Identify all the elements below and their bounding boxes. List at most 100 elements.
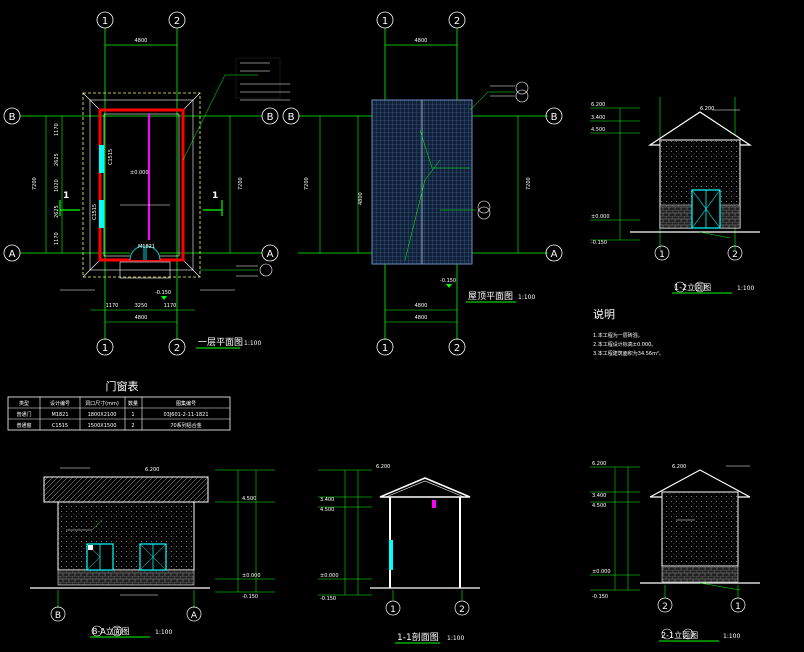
section-axis-2-bubble: [454, 600, 470, 616]
table-cell: 1: [131, 412, 134, 418]
elev12-level-outside: -0.150: [591, 240, 607, 246]
elev21-title-bubble-2: [682, 628, 694, 640]
section-axis-1-bubble: [385, 600, 401, 616]
roof-plan: 1 2 1 2 B B A 4800 7200 4800 72: [282, 11, 563, 356]
roof-callout-leader: [419, 129, 470, 169]
elev12-door-swing: [705, 189, 721, 229]
table-cell: 1500X1500: [88, 423, 117, 429]
plan-axis-A-right-label: A: [267, 249, 274, 260]
elevation-1-2: 1 2 6.200 3.400 4.500 ±0.000 -0.150 6.20…: [590, 97, 760, 294]
elevBA-wall: [57, 501, 195, 571]
plan-bottom-seg-1: 1170: [106, 303, 119, 309]
plan-axis-2-bottom-bubble: [168, 338, 186, 356]
roof-axis-A-right-label: A: [551, 249, 558, 260]
elevBA-title-bubble-1: [91, 625, 103, 637]
plan-top-dim-text: 4800: [135, 38, 148, 44]
elev21-wall: [661, 491, 739, 567]
roof-axis-2-top-bubble: [448, 11, 466, 29]
roof-axis-B-left-bubble: [282, 107, 300, 125]
elevBA-title-bubble-2: [111, 625, 123, 637]
door-window-schedule: 门窗表 类型 设计编号 洞口尺寸(mm) 数量 图集编号 普通门 M1821 1…: [7, 379, 231, 431]
section-level-eave: 3.400: [320, 497, 334, 503]
ground-floor-plan: 1 2 1 2 B B A A 4800 C1515 C151: [3, 11, 290, 356]
plan-elev-inside: ±0.000: [130, 170, 149, 176]
plan-roof-hip: [182, 92, 201, 111]
elevBA-axis-B-bubble: [50, 606, 66, 622]
roof-axis-2-bottom-label: 2: [454, 343, 460, 354]
plan-left-seg-4: 2625: [54, 205, 60, 218]
elev12-title-bubble-1: [674, 281, 686, 293]
plan-scale: 1:100: [244, 340, 261, 347]
roof-detail-bubble-top: [515, 89, 529, 103]
section-light-fixture: [432, 500, 436, 508]
plan-callout-leader-top: [182, 74, 258, 161]
plan-axis-A-left-label: A: [9, 249, 16, 260]
table-cell: 70系列铝合金: [170, 422, 201, 429]
section-level-ground: ±0.000: [320, 573, 339, 579]
elev12-level-ridge: 6.200: [591, 102, 605, 108]
table-header-qty: 数量: [128, 400, 138, 407]
elev12-top-ridge-text: 6.200: [700, 106, 714, 112]
plan-window-c1515-lower: [99, 200, 104, 228]
roof-detail-bubble: [477, 200, 491, 214]
roof-mid-dim-text: 4800: [358, 192, 364, 205]
elevation-B-A: B A 6.200 4.500 ±0.000 -0.150 B-A立面图 1:1…: [30, 467, 275, 638]
plan-axis-B-left-label: B: [9, 112, 16, 123]
elev21-title-bubble-1: [661, 628, 673, 640]
elevBA-roof-fascia: [43, 476, 209, 503]
plan-axis-A-left-bubble: [3, 244, 21, 262]
elevBA-axis-A-label: A: [191, 611, 198, 621]
plan-door-swing-left: [129, 245, 145, 261]
plan-door-swing-right: [145, 245, 161, 261]
roof-elev-marker: [446, 284, 452, 288]
plan-axis-1-bottom-bubble: [96, 338, 114, 356]
plan-left-seg-3: 1020: [54, 179, 60, 192]
plan-door-opening: [130, 252, 160, 260]
plan-window-c1515-upper: [99, 145, 104, 173]
plan-axis-B-left-bubble: [3, 107, 21, 125]
plan-elev-marker: [161, 296, 167, 300]
plan-window-label-1: C1515: [108, 149, 114, 165]
roof-callout-leader: [404, 159, 441, 261]
elev21-axis-2-label: 2: [662, 602, 668, 612]
table-cell: M1821: [51, 412, 68, 418]
plan-left-dim-text: 7200: [32, 177, 38, 190]
plan-wall-inner: [103, 113, 180, 257]
roof-callout-leader-top: [469, 91, 515, 111]
elev12-axis-1-bubble: [654, 245, 670, 261]
elev21-axis-2-bubble: [657, 597, 673, 613]
plan-left-seg-2: 2625: [54, 153, 60, 166]
table-cell: C1515: [52, 423, 68, 429]
section-window: [389, 540, 393, 570]
notes-item-1: 1.本工程为一层砖混。: [593, 332, 643, 339]
elevBA-top-level: 6.200: [145, 467, 159, 473]
elev21-level-outside: -0.150: [592, 594, 608, 600]
elevBA-title: B-A立面图: [92, 626, 130, 636]
roof-elev: -0.150: [440, 278, 456, 284]
elev12-scale: 1:100: [737, 285, 754, 292]
section-axis-1-label: 1: [390, 605, 396, 615]
roof-top-dim-text: 4800: [415, 38, 428, 44]
roof-axis-B-left-label: B: [288, 112, 295, 123]
notes-item-3: 3.本工程建筑面积为34.56m²。: [593, 350, 664, 357]
section-title: 1-1剖面图: [397, 631, 439, 643]
roof-axis-B-right-label: B: [551, 112, 558, 123]
plan-left-seg-1: 1170: [54, 123, 60, 136]
roof-axis-1-top-bubble: [376, 11, 394, 29]
elev12-axis-2-bubble: [727, 245, 743, 261]
section-level-ridge: 6.200: [376, 464, 390, 470]
plan-axis-A-right-bubble: [261, 244, 279, 262]
plan-axis-1-top-label: 1: [102, 16, 108, 27]
roof-title: 屋顶平面图: [468, 291, 513, 302]
roof-axis-A-right-bubble: [545, 244, 563, 262]
elev21-axis-1-bubble: [730, 597, 746, 613]
elev21-level-ridge: 6.200: [592, 461, 606, 467]
plan-axis-1-bottom-label: 1: [102, 343, 108, 354]
elevBA-scale: 1:100: [155, 629, 172, 636]
plan-eave-outline: [82, 92, 201, 278]
roof-detail-bubble: [477, 206, 491, 220]
elevBA-level-eave: 4.500: [242, 496, 256, 502]
roof-axis-1-top-label: 1: [382, 16, 388, 27]
elev21-scale: 1:100: [723, 633, 740, 640]
